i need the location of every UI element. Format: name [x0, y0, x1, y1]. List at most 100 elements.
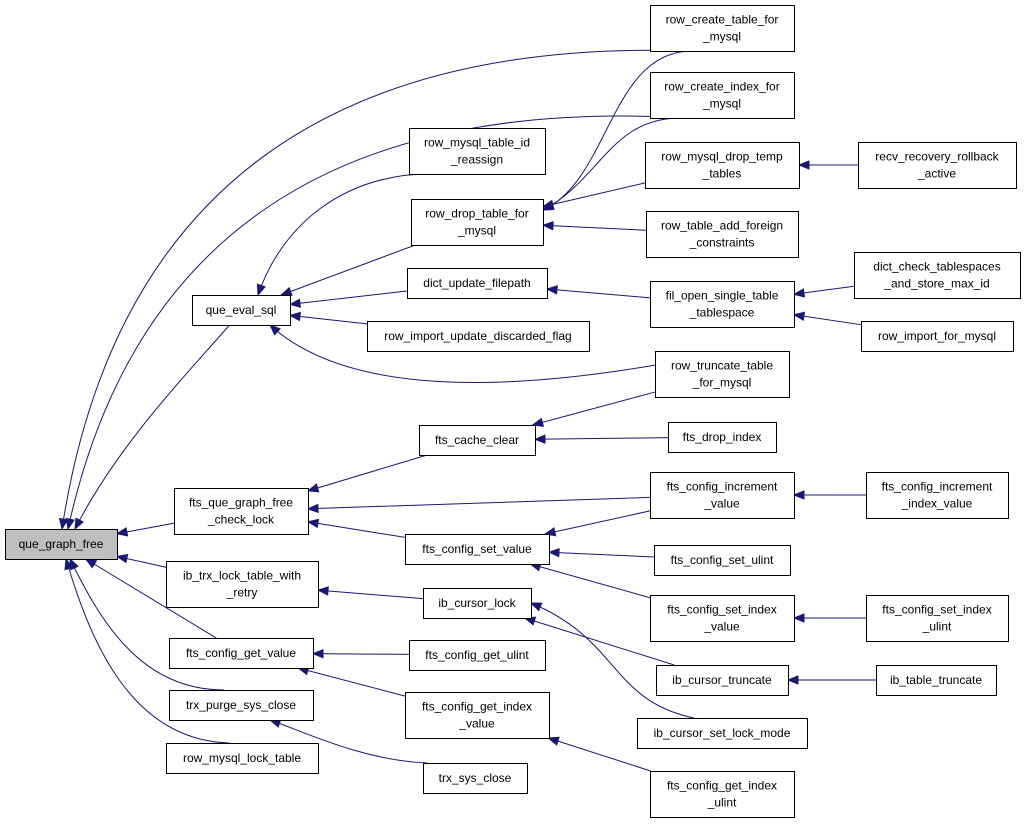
node-row-mysql-drop-temp-tables[interactable]: row_mysql_drop_temp_tables [645, 142, 800, 189]
node-que-eval-sql[interactable]: que_eval_sql [192, 295, 291, 326]
node-box[interactable] [858, 142, 1017, 189]
node-ib-trx-lock-table-with-retry[interactable]: ib_trx_lock_table_with_retry [166, 561, 319, 608]
arrowhead [533, 434, 546, 444]
node-que-graph-free[interactable]: que_graph_free [5, 529, 118, 560]
edge-fts_drop_index-to-fts_cache_clear [533, 434, 669, 444]
node-box[interactable] [656, 665, 789, 696]
node-box[interactable] [668, 422, 777, 453]
node-label: _tablespace [689, 306, 755, 320]
arrowhead [65, 517, 75, 531]
node-box[interactable] [166, 743, 319, 774]
node-row-table-add-foreign-constraints[interactable]: row_table_add_foreign_constraints [646, 211, 799, 258]
node-box[interactable] [409, 640, 546, 671]
node-label: fts_config_set_index [882, 603, 991, 617]
node-label: fts_config_set_ulint [671, 553, 774, 567]
node-label: fts_drop_index [683, 430, 762, 444]
node-recv-recovery-rollback-active[interactable]: recv_recovery_rollback_active [858, 142, 1017, 189]
node-fts-que-graph-free-check-lock[interactable]: fts_que_graph_free_check_lock [174, 488, 309, 535]
arrowhead [306, 503, 319, 514]
node-fts-drop-index[interactable]: fts_drop_index [668, 422, 777, 453]
node-fts-config-get-index-value[interactable]: fts_config_get_index_value [405, 692, 550, 739]
node-row-import-update-discarded-flag[interactable]: row_import_update_discarded_flag [367, 321, 590, 352]
node-box[interactable] [866, 595, 1009, 642]
node-fts-config-set-ulint[interactable]: fts_config_set_ulint [654, 545, 791, 576]
node-row-create-table-for-mysql[interactable]: row_create_table_for_mysql [650, 5, 795, 52]
node-label: row_table_add_foreign [661, 219, 783, 233]
node-box[interactable] [854, 252, 1021, 299]
node-label: ib_trx_lock_table_with [183, 569, 301, 583]
node-box[interactable] [166, 561, 319, 608]
node-fts-config-get-index-ulint[interactable]: fts_config_get_index_ulint [650, 771, 795, 818]
node-box[interactable] [405, 534, 550, 565]
node-dict-update-filepath[interactable]: dict_update_filepath [407, 268, 548, 299]
edge-que_eval_sql-to-que_graph_free [74, 324, 230, 531]
node-fts-config-set-index-value[interactable]: fts_config_set_index_value [650, 595, 795, 642]
node-box[interactable] [876, 665, 997, 696]
node-box[interactable] [655, 351, 790, 398]
node-box[interactable] [650, 472, 795, 519]
node-trx-purge-sys-close[interactable]: trx_purge_sys_close [169, 690, 314, 721]
node-box[interactable] [646, 211, 799, 258]
node-ib-table-truncate[interactable]: ib_table_truncate [876, 665, 997, 696]
arrowhead [311, 648, 324, 659]
node-label: _check_lock [207, 513, 275, 527]
node-trx-sys-close[interactable]: trx_sys_close [423, 763, 528, 794]
node-label: _ulint [922, 620, 952, 634]
node-fts-config-increment-value[interactable]: fts_config_increment_value [650, 472, 795, 519]
node-box[interactable] [637, 718, 808, 749]
node-label: _for_mysql [692, 376, 752, 390]
node-box[interactable] [650, 5, 795, 52]
node-row-mysql-table-id-reassign[interactable]: row_mysql_table_id_reassign [409, 128, 546, 175]
node-label: row_mysql_drop_temp [661, 150, 783, 164]
edge-fts_cache_clear-to-fts_que_graph_free_check_lock [306, 454, 428, 493]
node-box[interactable] [650, 771, 795, 818]
node-box[interactable] [423, 763, 528, 794]
node-fts-config-set-value[interactable]: fts_config_set_value [405, 534, 550, 565]
node-ib-cursor-set-lock-mode[interactable]: ib_cursor_set_lock_mode [637, 718, 808, 749]
node-box[interactable] [5, 529, 118, 560]
node-fts-config-get-value[interactable]: fts_config_get_value [169, 638, 314, 669]
node-box[interactable] [650, 595, 795, 642]
edge-row_create_table_for_mysql-to-que_graph_free [58, 49, 693, 531]
node-dict-check-tablespaces-and-store-max-id[interactable]: dict_check_tablespaces_and_store_max_id [854, 252, 1021, 299]
node-label: _ulint [707, 796, 737, 810]
node-box[interactable] [654, 545, 791, 576]
node-box[interactable] [192, 295, 291, 326]
arrowhead [64, 557, 74, 571]
node-box[interactable] [367, 321, 590, 352]
node-fts-cache-clear[interactable]: fts_cache_clear [419, 425, 536, 456]
node-box[interactable] [650, 281, 795, 328]
node-box[interactable] [861, 321, 1014, 352]
node-box[interactable] [650, 72, 795, 119]
node-label: trx_sys_close [439, 771, 512, 785]
node-label: _value [703, 497, 740, 511]
arrowhead [541, 199, 555, 209]
edge-line [548, 737, 651, 772]
node-row-mysql-lock-table[interactable]: row_mysql_lock_table [166, 743, 319, 774]
node-row-truncate-table-for-mysql[interactable]: row_truncate_table_for_mysql [655, 351, 790, 398]
node-box[interactable] [405, 692, 550, 739]
node-fts-config-increment-index-value[interactable]: fts_config_increment_index_value [866, 472, 1009, 519]
node-fts-config-set-index-ulint[interactable]: fts_config_set_index _ulint [866, 595, 1009, 642]
node-row-import-for-mysql[interactable]: row_import_for_mysql [861, 321, 1014, 352]
node-box[interactable] [169, 638, 314, 669]
node-fts-config-get-ulint[interactable]: fts_config_get_ulint [409, 640, 546, 671]
edge-fts_config_get_ulint-to-fts_config_get_value [311, 648, 410, 659]
node-ib-cursor-truncate[interactable]: ib_cursor_truncate [656, 665, 789, 696]
node-row-create-index-for-mysql[interactable]: row_create_index_for_mysql [650, 72, 795, 119]
node-fil-open-single-table-tablespace[interactable]: fil_open_single_table_tablespace [650, 281, 795, 328]
node-box[interactable] [423, 588, 532, 619]
node-box[interactable] [169, 690, 314, 721]
node-label: row_drop_table_for [425, 207, 528, 221]
node-box[interactable] [866, 472, 1009, 519]
node-box[interactable] [645, 142, 800, 189]
node-box[interactable] [407, 268, 548, 299]
node-label: fts_config_increment [882, 480, 993, 494]
node-box[interactable] [174, 488, 309, 535]
edge-line [65, 558, 230, 744]
node-box[interactable] [409, 128, 546, 175]
node-row-drop-table-for-mysql[interactable]: row_drop_table_for_mysql [411, 199, 544, 246]
node-ib-cursor-lock[interactable]: ib_cursor_lock [423, 588, 532, 619]
node-box[interactable] [411, 199, 544, 246]
node-box[interactable] [419, 425, 536, 456]
